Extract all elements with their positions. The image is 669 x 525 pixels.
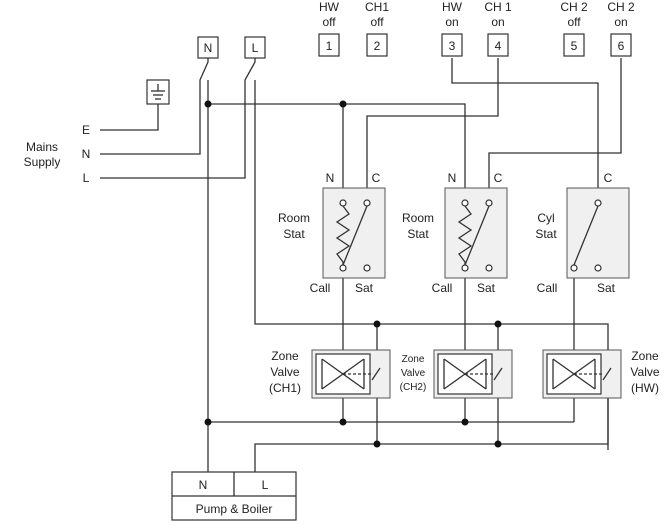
terminal-2-num: 2 bbox=[374, 39, 381, 53]
valve1-line2: Valve bbox=[270, 365, 299, 379]
stat1-name-2: Stat bbox=[283, 227, 305, 241]
terminal-5-num: 5 bbox=[571, 39, 578, 53]
junction-dot bbox=[204, 100, 212, 108]
wire-supply-l bbox=[100, 58, 256, 179]
stat1-body bbox=[322, 187, 386, 279]
wire-t3-cyl bbox=[451, 58, 599, 198]
cyl-sat-label: Sat bbox=[597, 281, 616, 295]
terminal-6-top: CH 2 bbox=[607, 0, 635, 14]
terminal-6: CH 2 on 6 bbox=[607, 0, 635, 57]
stat1-sat-label: Sat bbox=[355, 281, 374, 295]
cyl-name-1: Cyl bbox=[537, 211, 554, 225]
terminal-6-num: 6 bbox=[618, 39, 625, 53]
junction-dot bbox=[339, 418, 347, 426]
stat2-sat-label: Sat bbox=[477, 281, 496, 295]
mains-supply-title-2: Supply bbox=[24, 155, 61, 169]
cyl-call-label: Call bbox=[537, 281, 558, 295]
cylinder-stat: C Cyl Stat Call Sat bbox=[535, 171, 630, 295]
terminal-4-num: 4 bbox=[495, 39, 502, 53]
supply-terminal-n: N bbox=[197, 36, 219, 59]
terminal-1-num: 1 bbox=[326, 39, 333, 53]
junction-dot bbox=[461, 418, 469, 426]
terminal-3-num: 3 bbox=[449, 39, 456, 53]
valve3-line2: Valve bbox=[630, 365, 659, 379]
junction-dot bbox=[494, 320, 502, 328]
cyl-name-2: Stat bbox=[535, 227, 557, 241]
supply-terminal-n-label: N bbox=[204, 41, 213, 55]
room-stat-ch1: N C Room Stat Call Sat bbox=[278, 171, 386, 295]
supply-terminal-l-label: L bbox=[252, 41, 259, 55]
terminal-1-top: HW bbox=[319, 0, 340, 14]
stat2-call-label: Call bbox=[432, 281, 453, 295]
junction-dot bbox=[494, 440, 502, 448]
mains-n-label: N bbox=[82, 147, 91, 161]
terminal-5-top: CH 2 bbox=[560, 0, 588, 14]
cyl-c-label: C bbox=[604, 171, 613, 185]
terminal-5: CH 2 off 5 bbox=[560, 0, 588, 57]
junction-dot bbox=[373, 320, 381, 328]
terminal-2-top: CH1 bbox=[365, 0, 389, 14]
valve1-line1: Zone bbox=[271, 349, 299, 363]
junction-dots bbox=[204, 100, 502, 448]
terminal-3-state: on bbox=[445, 15, 458, 29]
terminal-2-state: off bbox=[370, 15, 384, 29]
pump-boiler: N L Pump & Boiler bbox=[171, 471, 297, 521]
wire-neutral-top bbox=[208, 103, 466, 198]
terminal-5-state: off bbox=[567, 15, 581, 29]
terminal-4-state: on bbox=[491, 15, 504, 29]
stat2-n-label: N bbox=[448, 171, 457, 185]
stat1-n-label: N bbox=[326, 171, 335, 185]
wire-switched-live bbox=[254, 398, 609, 472]
terminal-4-top: CH 1 bbox=[484, 0, 512, 14]
mains-supply: Mains Supply E N L bbox=[24, 123, 91, 185]
stat2-c-label: C bbox=[494, 171, 503, 185]
stat2-name-1: Room bbox=[402, 211, 434, 225]
wire-supply-n bbox=[100, 58, 209, 155]
wires bbox=[100, 58, 622, 472]
mains-e-label: E bbox=[82, 123, 90, 137]
valve2-line3: (CH2) bbox=[400, 382, 427, 393]
boiler-label: Pump & Boiler bbox=[196, 502, 273, 516]
wire-t4-stat1 bbox=[366, 58, 499, 198]
valve2-line1: Zone bbox=[402, 354, 425, 365]
stat1-name-1: Room bbox=[278, 211, 310, 225]
terminal-3-top: HW bbox=[442, 0, 463, 14]
earth-icon bbox=[146, 79, 170, 105]
terminal-2: CH1 off 2 bbox=[365, 0, 389, 57]
stat2-body bbox=[444, 187, 508, 279]
stat1-c-label: C bbox=[372, 171, 381, 185]
junction-dot bbox=[373, 440, 381, 448]
wire-t6-stat2 bbox=[488, 58, 622, 198]
zone-valve-hw: Zone Valve (HW) bbox=[542, 349, 660, 399]
valve3-line3: (HW) bbox=[631, 381, 659, 395]
boiler-l-label: L bbox=[262, 478, 269, 492]
terminal-1: HW off 1 bbox=[318, 0, 340, 57]
terminal-4: CH 1 on 4 bbox=[484, 0, 512, 57]
room-stat-ch2: N C Room Stat Call Sat bbox=[402, 171, 508, 295]
mains-l-label: L bbox=[83, 171, 90, 185]
mains-supply-title-1: Mains bbox=[26, 140, 58, 154]
zone-valve-ch1: Zone Valve (CH1) bbox=[269, 349, 391, 399]
stat1-call-label: Call bbox=[310, 281, 331, 295]
valve2-line2: Valve bbox=[401, 368, 426, 379]
terminal-6-state: on bbox=[614, 15, 627, 29]
stat2-name-2: Stat bbox=[407, 227, 429, 241]
junction-dot bbox=[339, 100, 347, 108]
junction-dot bbox=[204, 418, 212, 426]
terminal-1-state: off bbox=[322, 15, 336, 29]
valve1-line3: (CH1) bbox=[269, 381, 301, 395]
zone-valve-ch2: Zone Valve (CH2) bbox=[400, 349, 513, 399]
boiler-n-label: N bbox=[199, 478, 208, 492]
terminal-3: HW on 3 bbox=[441, 0, 463, 57]
valve3-line1: Zone bbox=[631, 349, 659, 363]
supply-terminal-l: L bbox=[244, 36, 266, 59]
wire-earth bbox=[100, 104, 159, 131]
